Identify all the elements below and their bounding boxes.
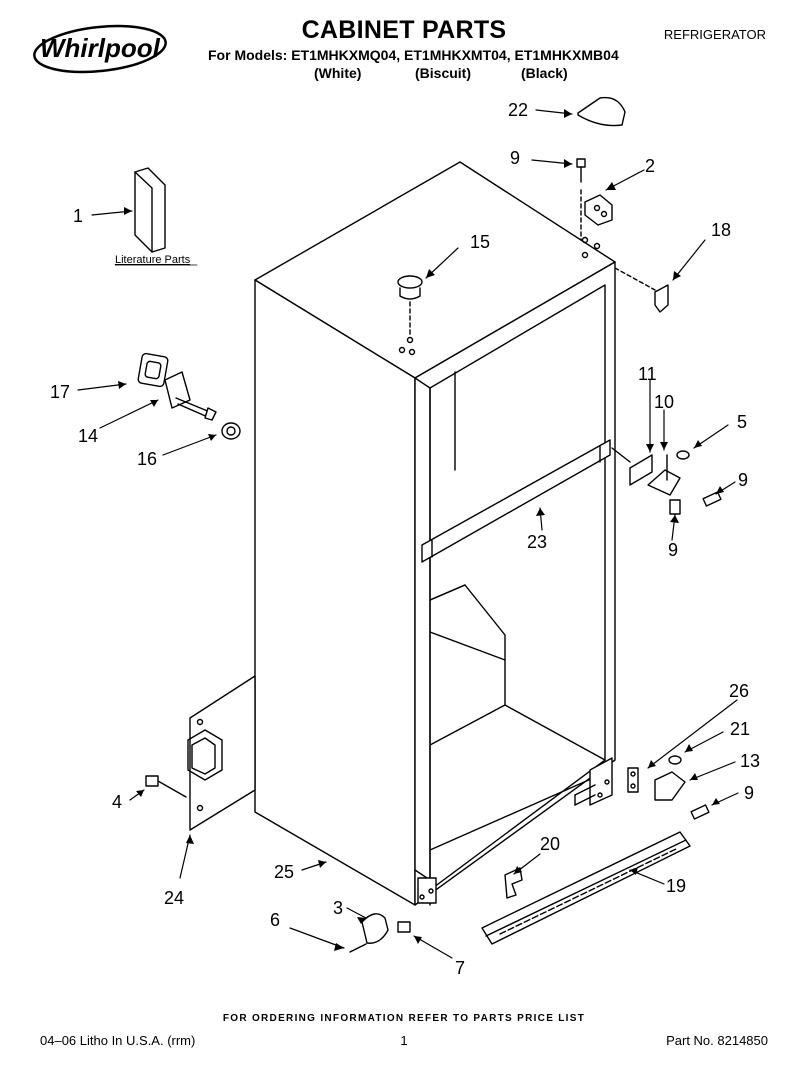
callout-18: 18 (711, 220, 731, 240)
page-number: 1 (400, 1033, 408, 1048)
page-title: CABINET PARTS (301, 16, 507, 44)
color-biscuit: (Biscuit) (415, 65, 471, 81)
part-18 (654, 284, 669, 313)
bottom-hinge-parts (627, 755, 710, 820)
callout-10: 10 (654, 392, 674, 412)
callout-19: 19 (666, 876, 686, 896)
whirlpool-logo: Whirlpool (33, 24, 167, 74)
color-white: (White) (314, 65, 362, 81)
callout-3: 3 (333, 898, 343, 918)
litho-info: 04–06 Litho In U.S.A. (rrm) (40, 1033, 196, 1048)
color-black: (Black) (521, 65, 568, 81)
part-20-clip (504, 867, 523, 899)
callout-6: 6 (270, 910, 280, 930)
bottom-front-parts (349, 913, 411, 953)
callout-24: 24 (164, 888, 184, 908)
callout-20: 20 (540, 834, 560, 854)
cabinet-body (254, 161, 616, 906)
callout-22: 22 (508, 100, 528, 120)
callout-21: 21 (730, 719, 750, 739)
callout-17: 17 (50, 382, 70, 402)
callout-5: 5 (737, 412, 747, 432)
callout-1: 1 (73, 206, 83, 226)
part-22-cover (577, 96, 626, 127)
callout-15: 15 (470, 232, 490, 252)
part-19-grille (481, 831, 691, 945)
callout-4: 4 (112, 792, 122, 812)
callout-11: 11 (638, 364, 657, 384)
center-hinge-parts (611, 447, 722, 515)
callout-23: 23 (527, 532, 547, 552)
callout-9-top: 9 (510, 148, 520, 168)
callout-labels: 1 2 3 4 5 6 7 9 9 9 9 10 11 13 14 15 16 … (50, 100, 760, 978)
part-15-plug (397, 275, 423, 336)
callout-7: 7 (455, 958, 465, 978)
part-number: Part No. 8214850 (666, 1033, 768, 1048)
callout-2: 2 (645, 156, 655, 176)
callout-26: 26 (729, 681, 749, 701)
callout-13: 13 (740, 751, 760, 771)
parts-14-16-17 (137, 352, 241, 440)
callout-16: 16 (137, 449, 157, 469)
part-23-bar (421, 439, 611, 563)
part-24-panel (187, 675, 256, 831)
callout-25: 25 (274, 862, 294, 882)
arrow-heads (118, 109, 724, 951)
part-4-screw (145, 775, 187, 798)
part-2-hinge (576, 158, 613, 241)
product-type: REFRIGERATOR (663, 27, 766, 42)
literature-parts-label: Literature Parts (115, 254, 191, 266)
callout-9-bottom: 9 (744, 783, 754, 803)
callout-9-center: 9 (668, 540, 678, 560)
ordering-note: FOR ORDERING INFORMATION REFER TO PARTS … (222, 1013, 586, 1024)
brand-wordmark: Whirlpool (40, 33, 161, 63)
models-line: For Models: ET1MHKXMQ04, ET1MHKXMT04, ET… (208, 47, 619, 63)
part-1-literature (134, 167, 166, 253)
callout-14: 14 (78, 426, 98, 446)
callout-9-right: 9 (738, 470, 748, 490)
